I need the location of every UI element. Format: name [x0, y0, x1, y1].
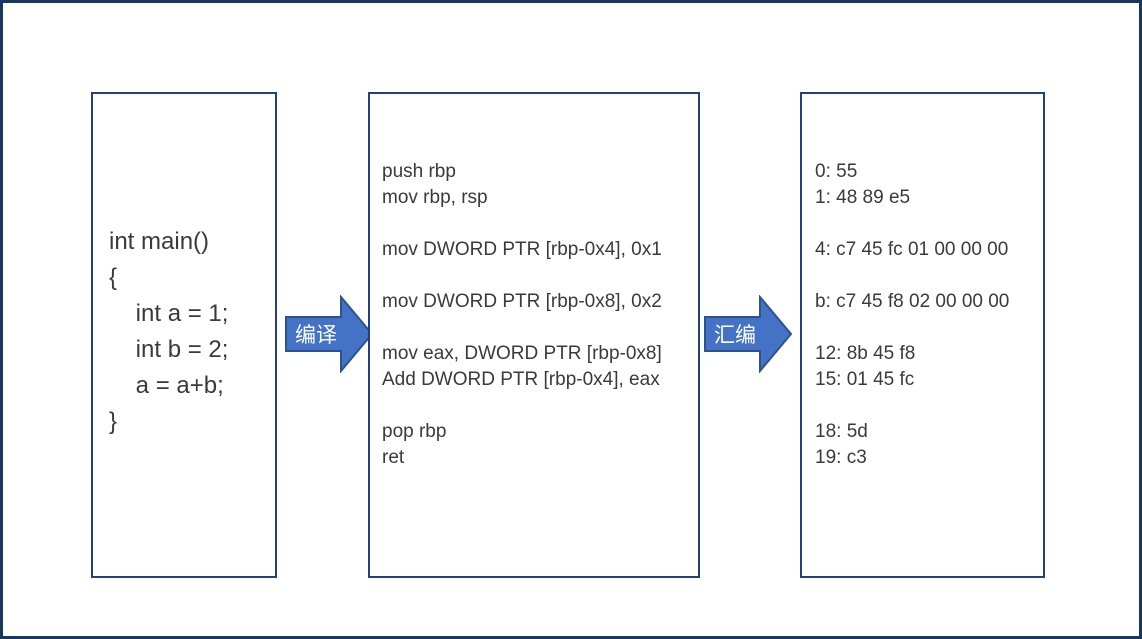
- code-line: 19: c3: [815, 447, 867, 468]
- compile-arrow: 编译: [285, 295, 373, 373]
- machine-code-box: 0: 55 1: 48 89 e5 4: c7 45 fc 01 00 00 00…: [800, 92, 1045, 578]
- code-line: [382, 211, 698, 237]
- code-line: ret: [382, 447, 405, 468]
- code-line: [815, 211, 1043, 237]
- source-code-text: int main() { int a = 1; int b = 2; a = a+…: [93, 94, 275, 440]
- code-line: mov DWORD PTR [rbp-0x4], 0x1: [382, 239, 662, 260]
- assemble-arrow: 汇编: [704, 295, 792, 373]
- code-line: [815, 263, 1043, 289]
- assemble-arrow-shape: [704, 295, 792, 373]
- code-line: 15: 01 45 fc: [815, 369, 915, 390]
- assembly-code-box: push rbp mov rbp, rsp mov DWORD PTR [rbp-…: [368, 92, 700, 578]
- code-line: [815, 393, 1043, 419]
- code-line: a = a+b;: [109, 372, 224, 399]
- code-line: 18: 5d: [815, 421, 868, 442]
- code-line: 12: 8b 45 f8: [815, 343, 916, 364]
- assemble-arrow-label: 汇编: [714, 324, 756, 347]
- code-line: push rbp: [382, 161, 456, 182]
- code-line: 4: c7 45 fc 01 00 00 00: [815, 239, 1009, 260]
- code-line: int b = 2;: [109, 336, 229, 363]
- code-line: [382, 393, 698, 419]
- compile-arrow-label: 编译: [295, 324, 337, 347]
- code-line: pop rbp: [382, 421, 447, 442]
- code-line: int a = 1;: [109, 300, 229, 327]
- source-code-box: int main() { int a = 1; int b = 2; a = a+…: [91, 92, 277, 578]
- code-line: [382, 315, 698, 341]
- code-line: }: [109, 408, 118, 435]
- code-line: int main(): [109, 228, 210, 255]
- code-line: {: [109, 264, 118, 291]
- code-line: Add DWORD PTR [rbp-0x4], eax: [382, 369, 660, 390]
- code-line: mov rbp, rsp: [382, 187, 488, 208]
- code-line: 1: 48 89 e5: [815, 187, 911, 208]
- assembly-code-text: push rbp mov rbp, rsp mov DWORD PTR [rbp-…: [370, 94, 698, 471]
- compile-arrow-shape: [285, 295, 373, 373]
- code-line: b: c7 45 f8 02 00 00 00: [815, 291, 1010, 312]
- code-line: 0: 55: [815, 161, 858, 182]
- code-line: mov eax, DWORD PTR [rbp-0x8]: [382, 343, 662, 364]
- code-line: [815, 315, 1043, 341]
- code-line: [382, 263, 698, 289]
- machine-code-text: 0: 55 1: 48 89 e5 4: c7 45 fc 01 00 00 00…: [802, 94, 1043, 471]
- code-line: mov DWORD PTR [rbp-0x8], 0x2: [382, 291, 662, 312]
